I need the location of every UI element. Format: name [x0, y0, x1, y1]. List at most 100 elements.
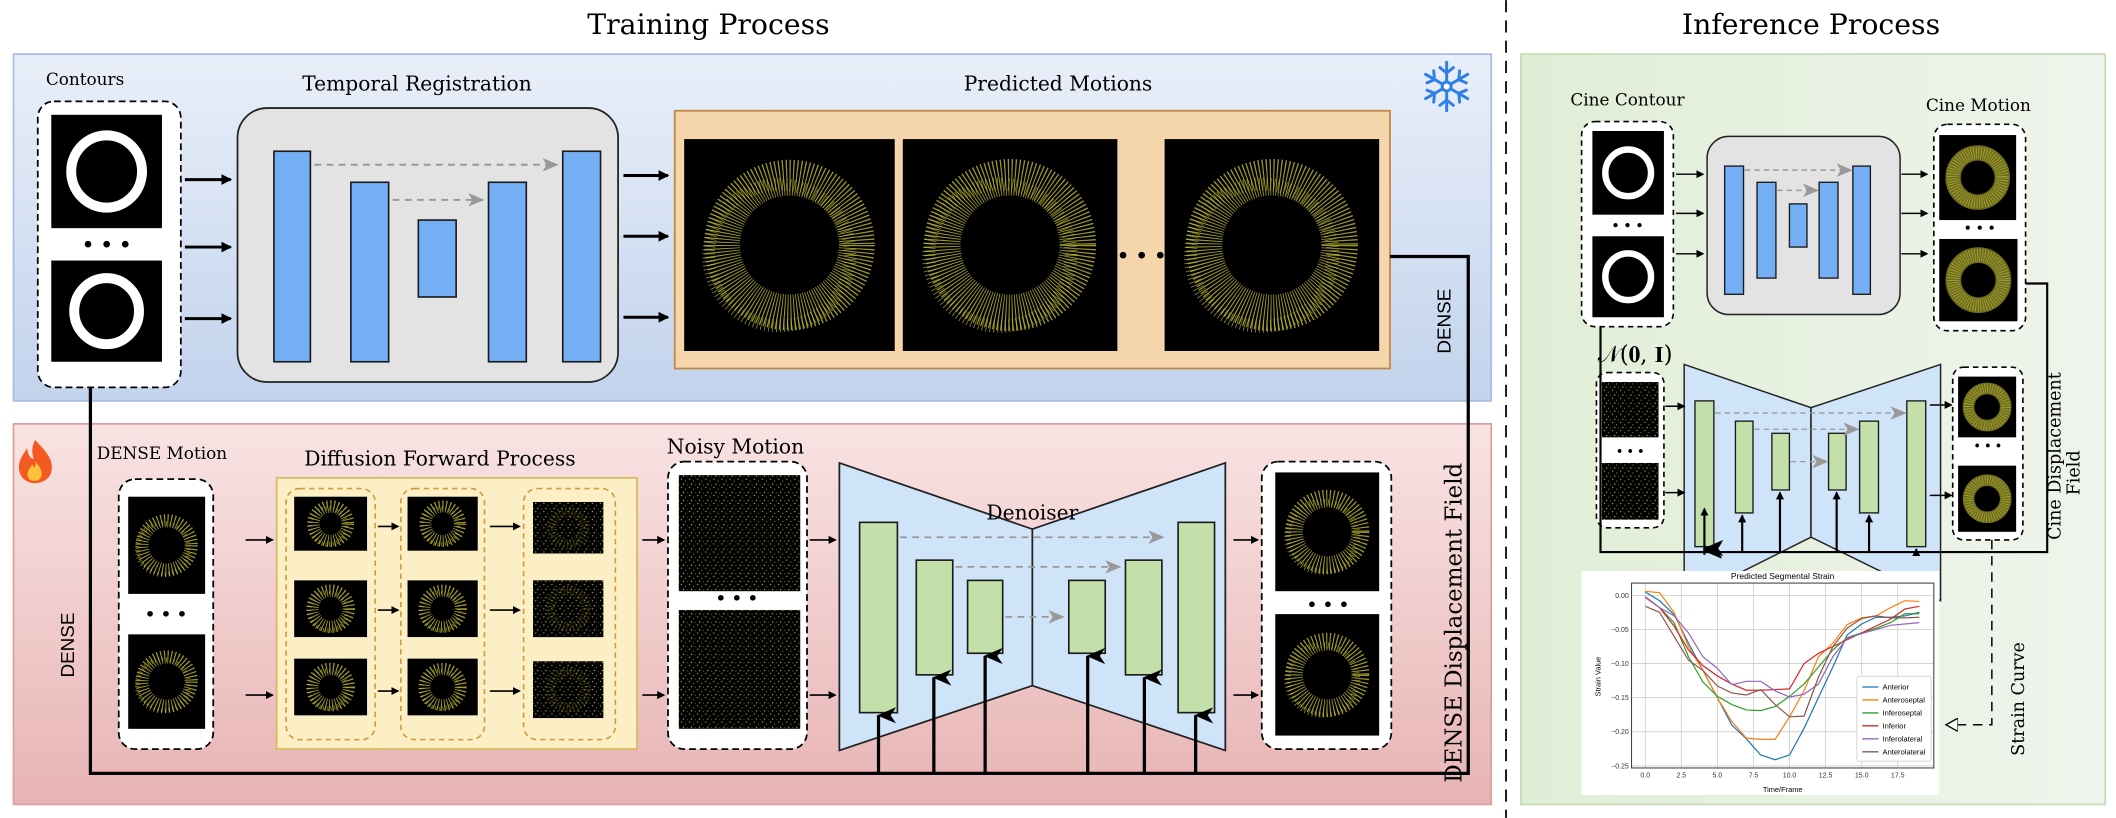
y-tick-label: 0.00	[1615, 593, 1629, 600]
strain-curve-arrow	[1946, 539, 1993, 725]
ellipsis: • • •	[145, 605, 187, 624]
ellipsis: • • •	[82, 234, 131, 256]
noisy-motion-image	[678, 610, 801, 729]
ellipsis: • • •	[1117, 245, 1166, 267]
noise-image	[1601, 382, 1659, 438]
legend-label: Inferolateral	[1883, 735, 1923, 744]
plot-frame	[1630, 582, 1935, 769]
x-tick-label: 5.0	[1713, 772, 1723, 779]
ellipsis: • • •	[716, 588, 758, 607]
cine-input-arrows	[1676, 170, 1929, 258]
ellipsis: • • •	[1964, 221, 1996, 235]
ellipsis: • • •	[1974, 439, 2002, 452]
legend-label: Anteroseptal	[1883, 696, 1926, 705]
noisy-motion-image	[678, 475, 801, 592]
forward-step-boxes	[285, 487, 617, 741]
noise-image	[1601, 462, 1659, 520]
x-tick-label: 12.5	[1819, 772, 1833, 779]
series-line-inferior	[1644, 596, 1920, 691]
dense-displacement-label: DENSE Displacement Field	[1441, 462, 1467, 782]
x-tick-label: 17.5	[1891, 772, 1905, 779]
forward-step-image	[294, 580, 368, 638]
dense-motion-image	[128, 634, 206, 729]
legend-label: Inferior	[1883, 722, 1907, 731]
y-tick-label: −0.20	[1611, 729, 1629, 736]
chart-xlabel: Time/Frame	[1763, 785, 1803, 794]
skip-connections	[314, 157, 559, 207]
forward-step-image	[407, 580, 478, 638]
cine-denoiser-skips	[1715, 406, 1907, 469]
cine-motion-image	[1939, 238, 2018, 322]
cine-conditioning-lines	[1599, 282, 2049, 557]
cine-displacement-image	[1958, 465, 2017, 532]
y-tick-label: −0.05	[1611, 627, 1629, 634]
series-line-anterolateral	[1645, 605, 1920, 718]
training-title: Training Process	[587, 8, 829, 41]
forward-step-image	[294, 658, 368, 716]
y-tick-label: −0.10	[1611, 661, 1629, 668]
dense-motion-label: DENSE Motion	[97, 443, 228, 463]
dense-displacement-image	[1275, 614, 1380, 736]
strain-chart: Predicted Segmental Strain Time/Frame St…	[1581, 570, 1940, 795]
denoiser-skip-connections	[900, 530, 1165, 624]
denoiser-blocks	[858, 521, 1216, 714]
y-tick-label: −0.15	[1611, 695, 1629, 702]
forward-arrows	[245, 522, 1260, 700]
predicted-motion-image	[684, 139, 895, 351]
dense-motion-image	[128, 496, 206, 594]
predicted-motion-image	[1164, 139, 1380, 351]
temporal-registration-label: Temporal Registration	[302, 72, 532, 96]
legend-label: Inferoseptal	[1883, 709, 1923, 718]
dense-label-top: DENSE	[1435, 289, 1456, 354]
forward-step-image	[407, 658, 478, 716]
cine-contour-image	[1592, 131, 1664, 215]
diffusion-forward-label: Diffusion Forward Process	[304, 447, 575, 471]
cine-displacement-label-2: Field	[2065, 450, 2085, 495]
forward-step-image	[533, 661, 604, 719]
cine-noise-arrows	[1665, 400, 1953, 500]
ellipsis: • • •	[1307, 595, 1349, 614]
input-arrows	[184, 174, 233, 324]
series-line-anterior	[1644, 591, 1920, 761]
cine-skip-connections	[1744, 163, 1853, 198]
output-arrows	[623, 170, 670, 323]
cine-motion-image	[1939, 135, 2017, 221]
cine-motion-label: Cine Motion	[1926, 95, 2031, 115]
ellipsis: • • •	[1616, 445, 1644, 458]
inference-title: Inference Process	[1682, 8, 1940, 41]
cine-displacement-label-1: Cine Displacement	[2046, 372, 2066, 540]
cine-denoiser-blocks	[1694, 400, 1927, 548]
forward-step-image	[407, 496, 478, 551]
x-tick-label: 10.0	[1783, 772, 1797, 779]
forward-step-image	[533, 580, 604, 638]
x-tick-label: 7.5	[1749, 772, 1759, 779]
ellipsis: • • •	[1612, 219, 1644, 233]
cine-unet-blocks	[1723, 165, 1872, 295]
legend-label: Anterior	[1883, 683, 1910, 692]
chart-legend: AnteriorAnteroseptalInferoseptalInferior…	[1856, 675, 1932, 762]
dense-displacement-image	[1275, 472, 1380, 592]
cine-displacement-image	[1958, 376, 2017, 438]
legend-label: Anterolateral	[1883, 747, 1926, 756]
unet-blocks	[273, 150, 602, 363]
strain-curve-label: Strain Curve	[2009, 642, 2029, 756]
snowflake-icon	[1424, 60, 1470, 113]
series-line-inferolateral	[1644, 596, 1920, 698]
conditioning-line	[88, 254, 1470, 775]
cine-contour-label: Cine Contour	[1570, 89, 1685, 109]
noisy-motion-label: Noisy Motion	[667, 435, 804, 459]
contour-image	[51, 114, 162, 229]
x-tick-label: 0.0	[1640, 772, 1650, 779]
y-tick-label: −0.25	[1611, 763, 1629, 770]
dense-label-left: DENSE	[58, 613, 79, 678]
cine-contour-image	[1592, 236, 1664, 318]
fire-icon	[18, 440, 52, 484]
forward-step-image	[533, 502, 604, 554]
denoiser-label: Denoiser	[986, 501, 1078, 525]
conditioning-arrows	[876, 647, 1214, 774]
chart-title: Predicted Segmental Strain	[1731, 571, 1835, 581]
series-line-inferoseptal	[1644, 596, 1920, 712]
predicted-motion-image	[902, 139, 1118, 351]
contour-image	[51, 260, 162, 362]
